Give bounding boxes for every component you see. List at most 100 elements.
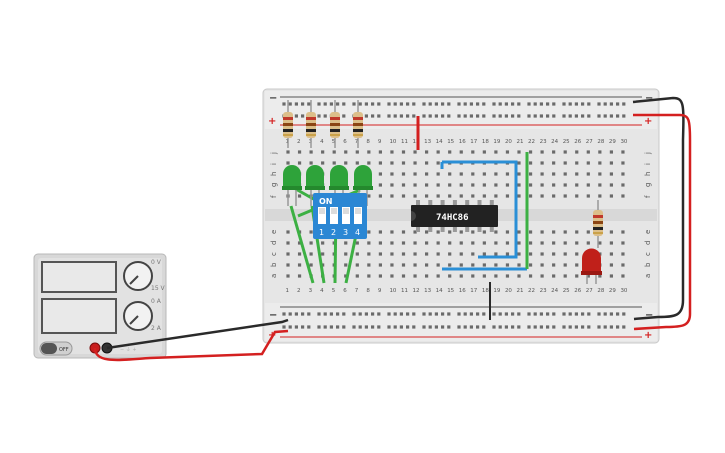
breadboard-hole[interactable]: [401, 274, 406, 278]
breadboard-hole[interactable]: [401, 263, 406, 267]
breadboard-hole[interactable]: [609, 102, 613, 106]
breadboard-hole[interactable]: [505, 183, 510, 187]
breadboard-hole[interactable]: [609, 325, 613, 329]
breadboard-hole[interactable]: [378, 194, 382, 198]
breadboard-hole[interactable]: [621, 241, 625, 245]
blue-wire-top[interactable]: [442, 160, 518, 259]
breadboard-hole[interactable]: [342, 325, 346, 329]
breadboard-hole[interactable]: [436, 150, 440, 154]
breadboard-hole[interactable]: [457, 114, 461, 118]
breadboard-hole[interactable]: [517, 114, 521, 118]
breadboard-hole[interactable]: [562, 114, 566, 118]
breadboard-hole[interactable]: [377, 102, 381, 106]
breadboard-hole[interactable]: [459, 230, 463, 234]
black-wire-right-rail[interactable]: [632, 96, 685, 321]
breadboard-hole[interactable]: [355, 263, 359, 267]
breadboard-hole[interactable]: [329, 102, 333, 106]
breadboard-hole[interactable]: [533, 312, 537, 316]
breadboard-hole[interactable]: [494, 241, 498, 245]
breadboard-hole[interactable]: [574, 312, 578, 316]
breadboard-hole[interactable]: [390, 230, 394, 234]
breadboard-hole[interactable]: [301, 312, 305, 316]
breadboard-hole[interactable]: [436, 274, 440, 278]
breadboard-hole[interactable]: [288, 312, 292, 316]
breadboard-hole[interactable]: [459, 172, 463, 176]
breadboard-hole[interactable]: [575, 150, 579, 154]
breadboard-hole[interactable]: [517, 325, 521, 329]
breadboard-hole[interactable]: [406, 102, 410, 106]
breadboard-hole[interactable]: [399, 312, 403, 316]
breadboard-hole[interactable]: [482, 325, 486, 329]
breadboard-hole[interactable]: [378, 230, 382, 234]
breadboard-hole[interactable]: [367, 150, 371, 154]
breadboard-hole[interactable]: [457, 102, 461, 106]
breadboard-hole[interactable]: [505, 194, 510, 198]
breadboard-hole[interactable]: [393, 312, 397, 316]
breadboard-hole[interactable]: [476, 102, 480, 106]
breadboard-hole[interactable]: [552, 252, 556, 256]
breadboard-hole[interactable]: [471, 252, 475, 256]
breadboard-hole[interactable]: [482, 312, 486, 316]
breadboard-hole[interactable]: [342, 102, 346, 106]
breadboard-hole[interactable]: [469, 102, 473, 106]
breadboard-hole[interactable]: [621, 150, 625, 154]
breadboard-hole[interactable]: [568, 312, 572, 316]
breadboard-hole[interactable]: [540, 274, 544, 278]
breadboard-hole[interactable]: [621, 274, 625, 278]
breadboard-hole[interactable]: [447, 325, 451, 329]
breadboard-hole[interactable]: [492, 325, 496, 329]
breadboard-hole[interactable]: [286, 274, 290, 278]
breadboard-hole[interactable]: [546, 114, 550, 118]
breadboard-hole[interactable]: [422, 325, 426, 329]
breadboard-hole[interactable]: [482, 274, 486, 278]
breadboard-hole[interactable]: [378, 161, 382, 165]
breadboard-hole[interactable]: [574, 325, 578, 329]
breadboard-hole[interactable]: [568, 114, 572, 118]
breadboard-hole[interactable]: [517, 183, 521, 187]
breadboard-hole[interactable]: [609, 194, 613, 198]
breadboard-hole[interactable]: [622, 102, 626, 106]
breadboard-hole[interactable]: [401, 172, 406, 176]
breadboard-hole[interactable]: [517, 274, 521, 278]
breadboard-hole[interactable]: [309, 241, 313, 245]
breadboard-hole[interactable]: [412, 325, 416, 329]
breadboard-hole[interactable]: [377, 114, 381, 118]
breadboard-hole[interactable]: [344, 161, 348, 165]
breadboard-hole[interactable]: [317, 312, 321, 316]
breadboard-hole[interactable]: [399, 102, 403, 106]
breadboard-hole[interactable]: [563, 194, 567, 198]
breadboard-hole[interactable]: [562, 312, 566, 316]
breadboard-hole[interactable]: [581, 102, 585, 106]
breadboard-hole[interactable]: [517, 263, 521, 267]
breadboard-hole[interactable]: [469, 312, 473, 316]
breadboard-hole[interactable]: [528, 161, 533, 165]
breadboard-hole[interactable]: [294, 325, 298, 329]
breadboard-hole[interactable]: [425, 194, 429, 198]
breadboard-hole[interactable]: [355, 241, 359, 245]
breadboard-hole[interactable]: [463, 325, 467, 329]
breadboard-hole[interactable]: [441, 325, 445, 329]
breadboard-hole[interactable]: [539, 325, 543, 329]
breadboard-hole[interactable]: [367, 274, 371, 278]
breadboard-hole[interactable]: [390, 263, 394, 267]
breadboard-hole[interactable]: [527, 312, 531, 316]
breadboard-hole[interactable]: [552, 102, 556, 106]
breadboard-hole[interactable]: [401, 183, 406, 187]
breadboard-hole[interactable]: [621, 161, 625, 165]
breadboard-hole[interactable]: [371, 114, 375, 118]
breadboard-hole[interactable]: [390, 252, 394, 256]
breadboard-hole[interactable]: [575, 274, 579, 278]
breadboard-hole[interactable]: [505, 172, 510, 176]
breadboard-hole[interactable]: [425, 172, 429, 176]
breadboard-hole[interactable]: [436, 252, 440, 256]
breadboard-hole[interactable]: [598, 274, 602, 278]
breadboard-hole[interactable]: [321, 252, 325, 256]
breadboard-hole[interactable]: [459, 274, 463, 278]
breadboard-hole[interactable]: [413, 274, 417, 278]
breadboard-hole[interactable]: [603, 325, 607, 329]
breadboard-hole[interactable]: [563, 172, 567, 176]
breadboard-hole[interactable]: [434, 312, 438, 316]
breadboard-hole[interactable]: [563, 150, 567, 154]
breadboard-hole[interactable]: [552, 183, 556, 187]
breadboard-hole[interactable]: [401, 161, 406, 165]
